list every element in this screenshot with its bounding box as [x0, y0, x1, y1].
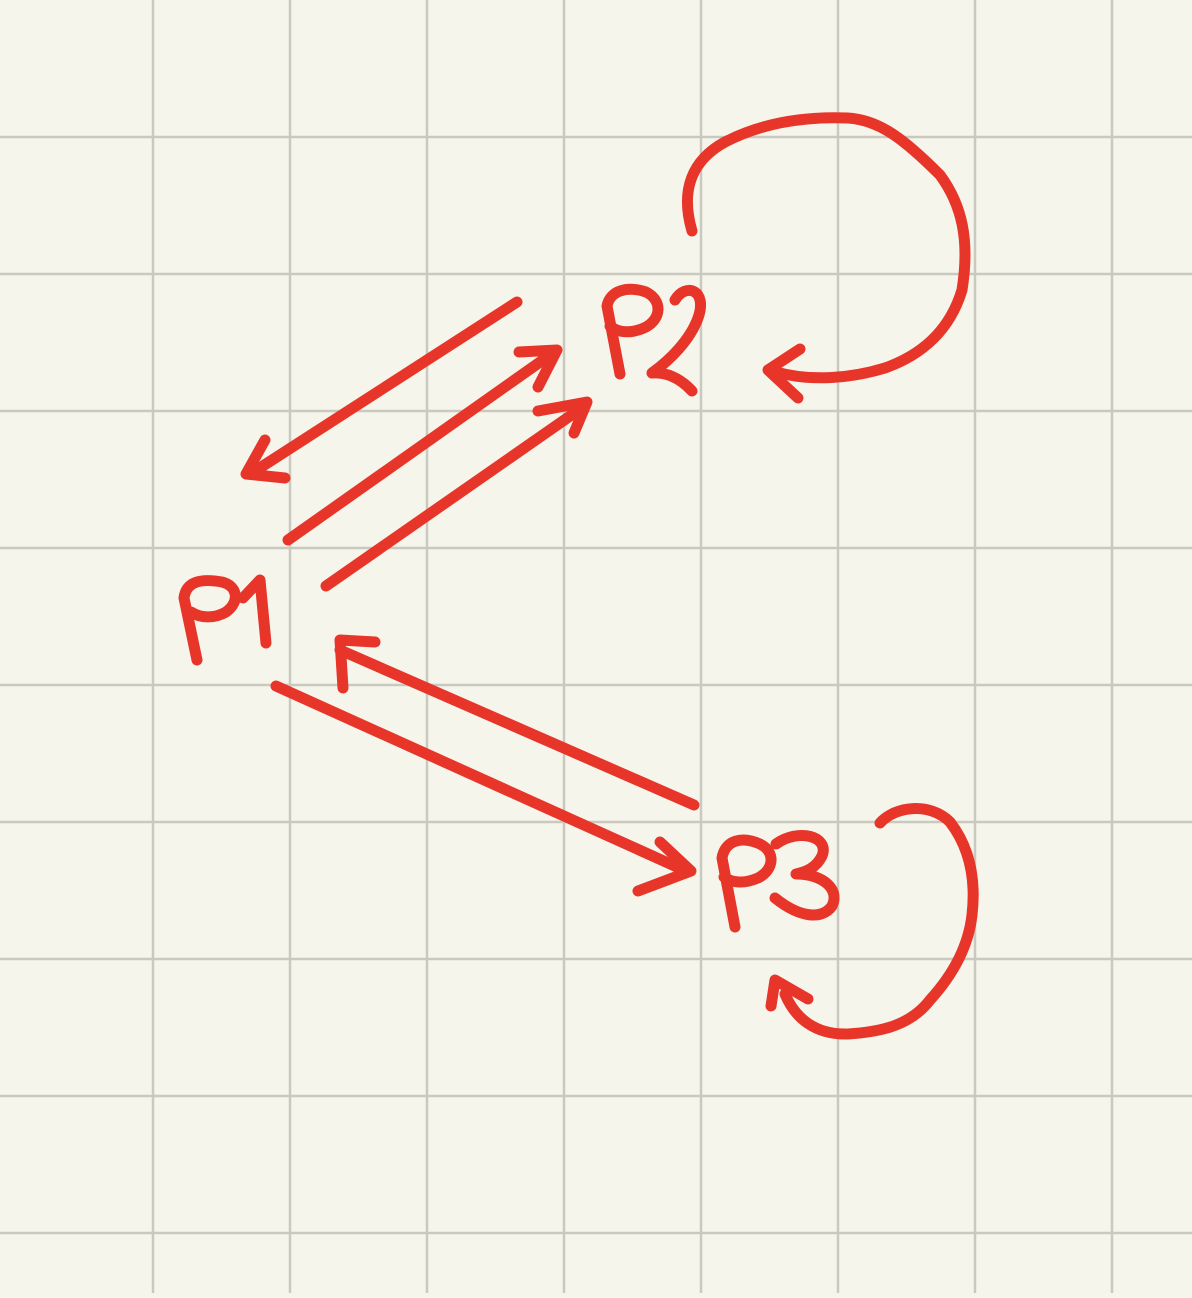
arrowhead: [762, 343, 806, 404]
edge-p1-to-p2-a: [282, 344, 563, 546]
node-p3-glyph: [769, 830, 840, 921]
edge-p1-to-p2-b: [320, 396, 593, 592]
node-p3-glyph: [716, 834, 777, 933]
edge-p2-self-loop-line: [681, 112, 971, 384]
node-p2-glyph: [646, 284, 706, 397]
arrowhead: [334, 634, 381, 694]
arrowhead: [513, 344, 563, 393]
arrowhead: [765, 974, 814, 1012]
edge-p1-to-p2-a-line: [282, 349, 556, 546]
edge-p3-self-loop: [765, 803, 979, 1040]
node-p1: [178, 574, 272, 666]
node-p1-glyph: [237, 574, 272, 649]
edge-p2-to-p1: [240, 296, 523, 484]
edge-p1-to-p2-b-line: [320, 401, 589, 592]
edge-p1-to-p3: [270, 680, 697, 897]
arrowhead: [240, 434, 291, 484]
node-p2: [601, 283, 706, 397]
node-p1-glyph: [178, 575, 241, 666]
edge-p3-to-p1: [334, 634, 700, 811]
node-p2-glyph: [601, 283, 664, 380]
edge-p1-to-p3-line: [270, 680, 694, 878]
arrowhead: [632, 836, 697, 897]
node-p3: [716, 830, 840, 933]
edge-p2-self-loop: [681, 112, 971, 404]
edge-p3-to-p1-line: [334, 644, 700, 811]
arrowhead: [532, 396, 593, 439]
edge-p3-self-loop-line: [779, 803, 979, 1040]
edge-p2-to-p1-line: [246, 296, 523, 479]
